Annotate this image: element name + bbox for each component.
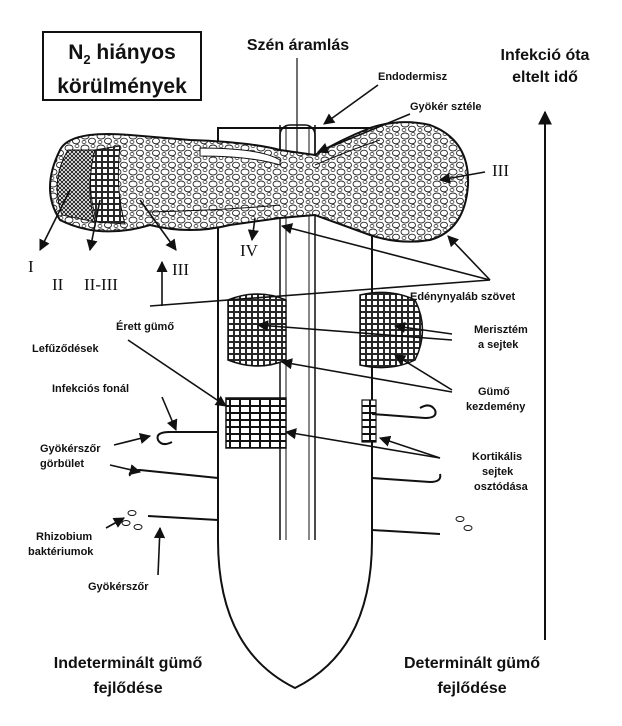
indeterminate-title-line2: fejlődése bbox=[93, 680, 162, 697]
n2-deficient-box: N2 hiányos körülmények bbox=[42, 31, 202, 101]
label-kortikalis-3: osztódása bbox=[474, 481, 529, 493]
mature-nodule bbox=[49, 121, 470, 243]
determinate-title-line1: Determinált gümő bbox=[404, 655, 540, 672]
label-gyokerszor-gorbulet-2: görbület bbox=[40, 458, 84, 470]
leader-arrows bbox=[39, 84, 491, 576]
label-kortikalis-2: sejtek bbox=[482, 466, 514, 478]
label-gumo-kezdemeny-2: kezdemény bbox=[466, 401, 526, 413]
label-erett-gumo: Érett gümő bbox=[116, 320, 174, 333]
label-lefuzodesek: Lefűződések bbox=[32, 343, 100, 355]
indeterminate-title-line1: Indeterminált gümő bbox=[54, 655, 203, 672]
n2-subscript: 2 bbox=[83, 52, 91, 68]
label-merisztem-2: a sejtek bbox=[478, 339, 519, 351]
zone-IV: IV bbox=[240, 241, 259, 260]
label-gyokerszor: Gyökérszőr bbox=[88, 581, 149, 593]
n2-box-line1: N2 hiányos bbox=[44, 39, 200, 73]
root-body bbox=[217, 127, 373, 690]
label-merisztem-1: Merisztém bbox=[474, 324, 528, 336]
n2-box-line2: körülmények bbox=[57, 75, 187, 99]
label-rhizobium-2: baktériumok bbox=[28, 546, 94, 558]
label-gyoker-stele: Gyökér sztéle bbox=[410, 101, 482, 113]
label-endodermisz: Endodermisz bbox=[378, 71, 448, 83]
zone-II-III: II-III bbox=[84, 275, 118, 294]
label-gyokerszor-gorbulet-1: Gyökérszőr bbox=[40, 443, 101, 455]
determinate-title-line2: fejlődése bbox=[437, 680, 506, 697]
zone-II: II bbox=[52, 275, 64, 294]
n2-box-word: hiányos bbox=[90, 41, 176, 64]
n2-symbol: N bbox=[68, 41, 84, 64]
time-title-line1: Infekció óta bbox=[501, 47, 590, 64]
carbon-flow-title: Szén áramlás bbox=[247, 37, 349, 54]
zone-III-left: III bbox=[172, 260, 189, 279]
label-kortikalis-1: Kortikális bbox=[472, 451, 522, 463]
label-gumo-kezdemeny-1: Gümő bbox=[478, 386, 510, 398]
label-rhizobium-1: Rhizobium bbox=[36, 531, 92, 543]
zone-III-right: III bbox=[492, 161, 509, 180]
label-infekcios-fonal: Infekciós fonál bbox=[52, 383, 129, 395]
label-edenynyalab: Edénynyaláb szövet bbox=[410, 291, 515, 303]
time-title-line2: eltelt idő bbox=[512, 69, 578, 86]
zone-I: I bbox=[28, 257, 34, 276]
root-hairs bbox=[121, 404, 473, 535]
